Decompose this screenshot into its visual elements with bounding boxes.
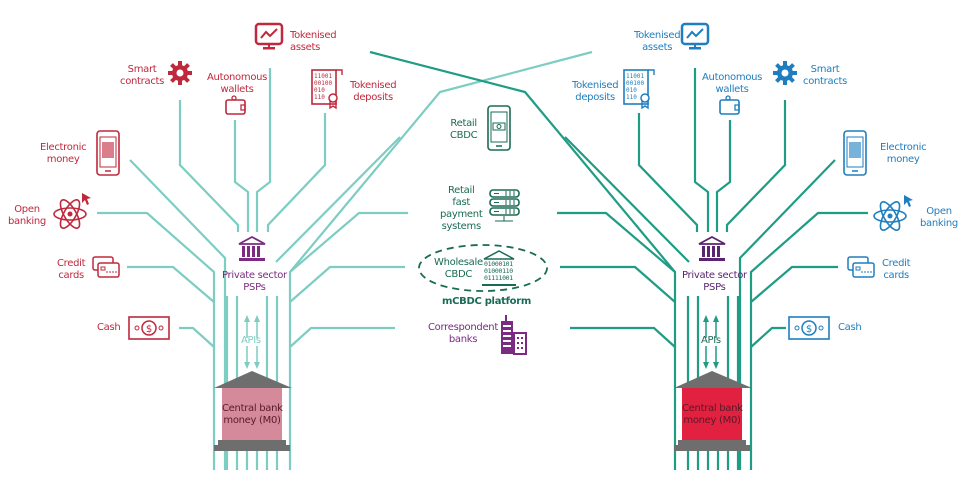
left-smart-contracts-label: Smart contracts xyxy=(120,64,165,87)
left-credit-cards-label: Credit cards xyxy=(57,258,86,281)
atom-icon xyxy=(873,201,907,231)
line-retail-cbdc-left xyxy=(288,50,593,470)
line-wallets-left xyxy=(233,120,250,232)
line-assets-right xyxy=(693,68,710,232)
right-autonomous-wallets-label: Autonomous wallets xyxy=(702,72,763,95)
right-apis-label: APIs xyxy=(701,335,721,346)
right-cash-label: Cash xyxy=(838,322,862,333)
wholesale-base-line xyxy=(482,284,516,286)
left-autonomous-wallets-label: Autonomous wallets xyxy=(207,72,268,95)
line-wholesale-left xyxy=(289,265,405,303)
right-tokenised-assets-label: Tokenised assets xyxy=(634,30,681,53)
deposit-certificate-icon: 11001 00100 010 110 xyxy=(623,69,655,110)
banknote-icon: $ xyxy=(128,316,170,340)
right-tokenised-deposits-label: Tokenised deposits xyxy=(572,80,619,103)
line-creditcard-right xyxy=(750,265,838,303)
mobile-qr-icon xyxy=(96,130,120,176)
svg-text:010: 010 xyxy=(626,87,637,94)
left-tokenised-deposits-label: Tokenised deposits xyxy=(350,80,397,103)
cursor-icon xyxy=(904,195,913,207)
bank-icon xyxy=(238,236,266,261)
svg-text:$: $ xyxy=(146,324,152,335)
credit-card-icon xyxy=(92,256,120,278)
left-network-lines xyxy=(97,50,593,470)
right-electronic-money-label: Electronic money xyxy=(880,142,927,165)
deposit-certificate-icon: 11001 00100 010 110 xyxy=(311,69,343,110)
left-cash-label: Cash xyxy=(97,322,121,333)
line-emoney-right xyxy=(738,159,836,292)
right-smart-contracts-label: Smart contracts xyxy=(803,64,848,87)
left-tokenised-assets-label: Tokenised assets xyxy=(290,30,337,53)
banknote-icon: $ xyxy=(788,316,830,340)
wholesale-binary-text: 01000101 01000110 01111001 xyxy=(484,260,513,282)
mobile-cbdc-icon xyxy=(487,105,511,151)
mcbdc-platform-label: mCBDC platform xyxy=(442,296,531,307)
line-fps-left xyxy=(289,211,408,273)
line-emoney-left xyxy=(129,159,227,292)
line-creditcard-left xyxy=(127,265,215,303)
line-deposits-left xyxy=(266,113,327,232)
left-central-bank-building xyxy=(214,371,292,451)
line-wholesale-right xyxy=(560,265,676,303)
wholesale-bank-icon xyxy=(483,250,515,260)
svg-text:010: 010 xyxy=(314,87,325,94)
bank-icon xyxy=(698,236,726,261)
monitor-chart-icon xyxy=(680,22,710,50)
mcbdc-ellipse xyxy=(418,244,548,292)
correspondent-banks-label: Correspondent banks xyxy=(428,322,498,345)
server-icon xyxy=(489,189,520,222)
gear-icon xyxy=(773,61,797,85)
wholesale-cbdc-label: Wholesale CBDC xyxy=(434,257,483,280)
line-cash-left xyxy=(179,326,215,348)
line-deposits-right xyxy=(637,113,699,232)
left-api-arrows xyxy=(244,315,260,369)
line-wallets-right xyxy=(715,120,732,232)
right-psp-label: Private sector PSPs xyxy=(682,270,747,293)
right-api-arrows xyxy=(703,315,719,369)
line-smart-contracts-right xyxy=(725,100,787,232)
line-correspondent-left xyxy=(289,326,395,348)
line-smart-contracts-left xyxy=(178,100,240,232)
svg-text:00100: 00100 xyxy=(626,80,644,87)
left-psp-label: Private sector PSPs xyxy=(222,270,287,293)
svg-text:00100: 00100 xyxy=(314,80,332,87)
retail-cbdc-label: Retail CBDC xyxy=(450,118,478,141)
line-correspondent-right xyxy=(570,326,676,348)
svg-text:110: 110 xyxy=(314,94,325,101)
monitor-chart-icon xyxy=(254,22,284,50)
svg-text:11001: 11001 xyxy=(314,73,332,80)
right-central-bank-label: Central bank money (M0) xyxy=(682,403,743,426)
line-assets-left xyxy=(255,68,272,232)
right-central-bank-building xyxy=(674,371,752,451)
cursor-icon xyxy=(82,193,91,205)
left-central-bank-label: Central bank money (M0) xyxy=(222,403,283,426)
line-fps-right xyxy=(557,211,676,273)
line-cash-right xyxy=(750,326,786,348)
left-electronic-money-label: Electronic money xyxy=(40,142,87,165)
atom-icon xyxy=(53,199,87,229)
line-openbank-left xyxy=(97,211,216,470)
line-openbank-right xyxy=(749,211,868,470)
svg-text:11001: 11001 xyxy=(626,73,644,80)
left-apis-label: APIs xyxy=(241,335,261,346)
svg-text:$: $ xyxy=(806,324,812,335)
office-building-icon xyxy=(501,315,527,355)
svg-text:110: 110 xyxy=(626,94,637,101)
line-retail-cbdc-right xyxy=(369,50,677,470)
right-credit-cards-label: Credit cards xyxy=(882,258,911,281)
left-open-banking-label: Open banking xyxy=(8,204,46,227)
gear-icon xyxy=(168,61,192,85)
retail-fps-label: Retail fast payment systems xyxy=(440,185,483,232)
credit-card-icon xyxy=(847,256,875,278)
wallet-icon xyxy=(719,95,740,115)
wallet-icon xyxy=(225,95,246,115)
mobile-qr-icon xyxy=(843,130,867,176)
right-open-banking-label: Open banking xyxy=(920,206,958,229)
